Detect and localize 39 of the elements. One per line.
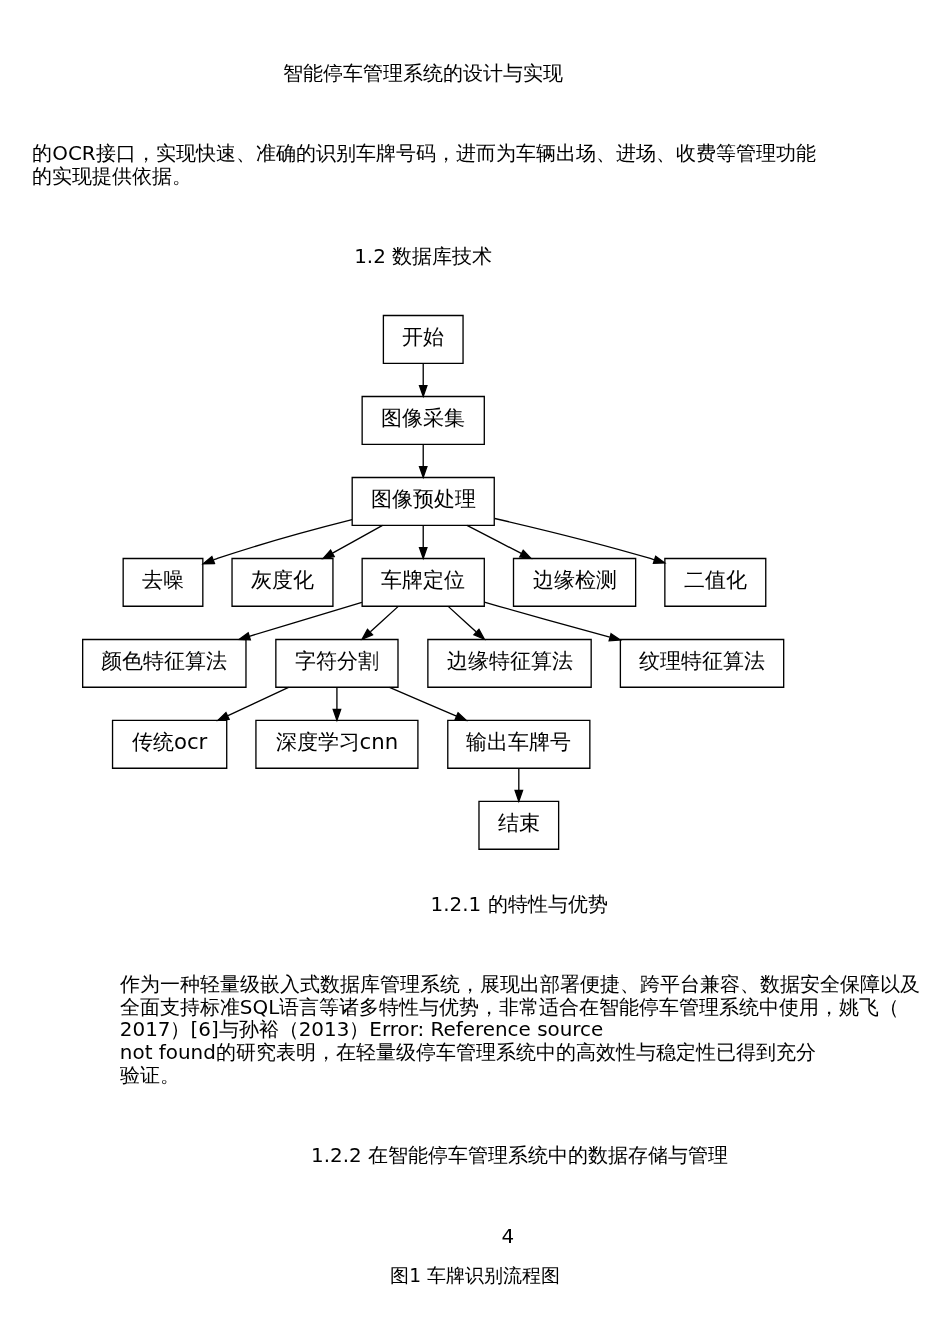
label: 4 [501,1224,515,1248]
node-box: 传统ocr [111,719,228,769]
node-box: 车牌定位 [361,557,485,607]
node-box: 边缘检测 [512,557,637,607]
label: 的OCR接口，实现快速、准确的识别车牌号码，进而为车辆出场、进场、收费等管理功能的实现提供依据。 [32,142,816,188]
arrow [418,524,428,561]
arrow [321,524,384,560]
arrow [216,686,290,722]
node-box: 结束 [478,800,560,850]
node-box: 二值化 [664,557,767,607]
arrow [418,362,428,399]
label: 1.2 数据库技术 [354,245,493,269]
node-box: 输出车牌号 [447,719,591,769]
node-box: 深度学习cnn [255,719,419,769]
node-box: 颜色特征算法 [82,638,247,688]
arrow [466,524,533,560]
node-box: 边缘特征算法 [427,638,592,688]
arrow [418,443,428,480]
node-box: 开始 [382,314,464,364]
caption: 图1 车牌识别流程图 [390,1265,560,1287]
arrow [237,601,363,641]
label: 作为一种轻量级嵌入式数据库管理系统，展现出部署便捷、跨平台兼容、数据安全保障以及全面支持标准SQL语言等诸多特性与优势，非常适合在智能停车管理系统中使用，姚飞（2017）[6]与孙裕（2013）Error: Reference source not found的研究表明，在轻量级停车管理系统中的高效性与稳定性已得到充分验证。 [119,973,920,1087]
node-box: 字符分割 [275,638,399,688]
arrow [388,686,469,722]
arrow [332,686,342,723]
label: 1.2.2 在智能停车管理系统中的数据存储与管理 [311,1143,729,1167]
arrow [514,767,524,804]
arrow [360,605,399,641]
arrow [201,518,353,565]
label: 智能停车管理系统的设计与实现 [283,61,564,85]
node-box: 图像预处理 [351,476,495,526]
arrow [447,605,486,641]
node-box: 灰度化 [231,557,334,607]
node-box: 纹理特征算法 [619,638,785,688]
arrow [483,601,623,642]
node-box: 去噪 [122,557,204,607]
arrow [494,517,667,564]
label: 1.2.1 的特性与优势 [430,892,608,916]
node-box: 图像采集 [361,395,485,445]
